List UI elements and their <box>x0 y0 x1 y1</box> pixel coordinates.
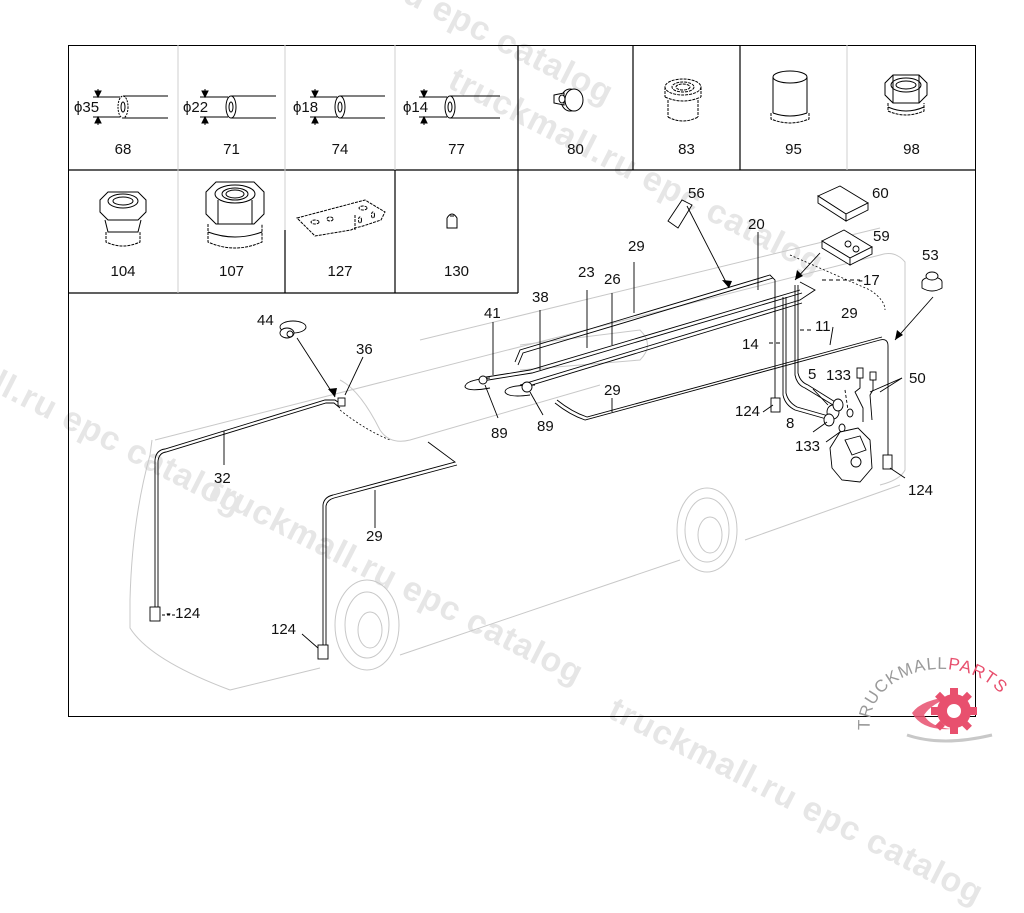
logo-swoosh <box>912 697 952 730</box>
large-hex-fitting-icon <box>205 181 265 249</box>
diameter-label: ϕ18 <box>293 99 319 116</box>
callout-133[interactable]: 133 <box>826 367 852 384</box>
diagram-frame <box>68 45 976 717</box>
part-cell-68[interactable]: ϕ35 68 <box>68 45 178 170</box>
part-number: 127 <box>327 263 353 280</box>
part-number: 83 <box>678 141 695 158</box>
bracket-icon <box>296 199 386 237</box>
callout-29[interactable]: 29 <box>841 305 858 322</box>
sleeve-icon <box>770 70 810 124</box>
callout-11[interactable]: 11 <box>815 318 831 335</box>
callout-5[interactable]: 5 <box>808 366 817 383</box>
hex-fitting-icon <box>99 191 147 247</box>
callout-29[interactable]: 29 <box>628 238 645 255</box>
diameter-label: ϕ14 <box>403 99 429 116</box>
callout-89[interactable]: 89 <box>491 425 508 442</box>
part-number: 74 <box>331 141 349 158</box>
hex-nut-icon <box>884 74 928 116</box>
callout-124[interactable]: 124 <box>271 621 297 638</box>
part-cell-107[interactable]: 107 <box>178 170 285 293</box>
callout-32[interactable]: 32 <box>214 470 231 487</box>
part-cell-71[interactable]: ϕ22 71 <box>178 45 285 170</box>
tube-35-icon <box>93 89 168 125</box>
callout-60[interactable]: 60 <box>872 185 889 202</box>
parts-table-grid <box>68 45 976 294</box>
callout-124[interactable]: - 124 <box>166 605 201 622</box>
part-cell-130[interactable]: 130 <box>395 170 518 293</box>
part-number: 68 <box>114 141 132 158</box>
tube-22-icon <box>200 89 276 125</box>
callout-56[interactable]: 56 <box>688 185 705 202</box>
callout-89[interactable]: 89 <box>537 418 554 435</box>
diameter-label: ϕ22 <box>183 99 209 116</box>
callout-36[interactable]: 36 <box>356 341 373 358</box>
callout-20[interactable]: 20 <box>748 216 765 233</box>
truckmall-parts-logo: TRUCKMALLPARTS <box>852 654 1024 750</box>
part-cell-104[interactable]: 104 <box>68 170 178 293</box>
pipe-lines <box>154 274 889 650</box>
callout-124[interactable]: 124 <box>735 403 761 420</box>
part-cell-127[interactable]: 127 <box>285 170 395 293</box>
part-cell-74[interactable]: ϕ18 74 <box>285 45 395 170</box>
callout-29[interactable]: 29 <box>366 528 383 545</box>
callout-23[interactable]: 23 <box>578 264 595 281</box>
part-cell-98[interactable]: 98 <box>847 45 976 170</box>
callout-29[interactable]: 29 <box>604 382 621 399</box>
part-number: 95 <box>785 141 802 158</box>
part-number: 130 <box>443 263 470 280</box>
callout-17[interactable]: -17 <box>858 272 880 289</box>
part-cell-80[interactable]: 80 <box>518 45 633 170</box>
callout-133[interactable]: 133 <box>795 438 821 455</box>
part-cell-77[interactable]: ϕ14 77 <box>395 45 518 170</box>
part-number: 98 <box>903 141 920 158</box>
part-number: 77 <box>448 141 465 158</box>
part-number: 104 <box>110 263 136 280</box>
callout-38[interactable]: 38 <box>532 289 549 306</box>
part-number: 107 <box>218 263 245 280</box>
part-number: 80 <box>567 141 584 158</box>
svg-text:TRUCKMALLPARTS: TRUCKMALLPARTS <box>855 654 1012 730</box>
tube-14-icon <box>419 89 500 125</box>
callout-53[interactable]: 53 <box>922 247 939 264</box>
callout-44[interactable]: 44 <box>257 312 274 329</box>
callout-59[interactable]: 59 <box>873 228 890 245</box>
callout-26[interactable]: 26 <box>604 271 621 288</box>
logo-text-truckmall: TRUCKMALL <box>855 654 948 730</box>
bus-piping-diagram <box>129 185 943 691</box>
part-cell-95[interactable]: 95 <box>740 45 847 170</box>
callout-124[interactable]: 124 <box>908 482 934 499</box>
callout-8[interactable]: 8 <box>786 415 795 432</box>
bus-outline <box>129 227 906 691</box>
part-number: 71 <box>223 141 240 158</box>
clip-icon <box>553 88 584 112</box>
callout-50[interactable]: 50 <box>909 370 926 387</box>
part-cell-83[interactable]: 83 <box>633 45 740 170</box>
callout-14[interactable]: 14 <box>742 336 759 353</box>
tube-18-icon <box>310 89 385 125</box>
plug-icon <box>446 213 458 229</box>
callout-41[interactable]: 41 <box>484 305 501 322</box>
diameter-label: ϕ35 <box>74 99 100 116</box>
grommet-icon <box>664 78 702 122</box>
